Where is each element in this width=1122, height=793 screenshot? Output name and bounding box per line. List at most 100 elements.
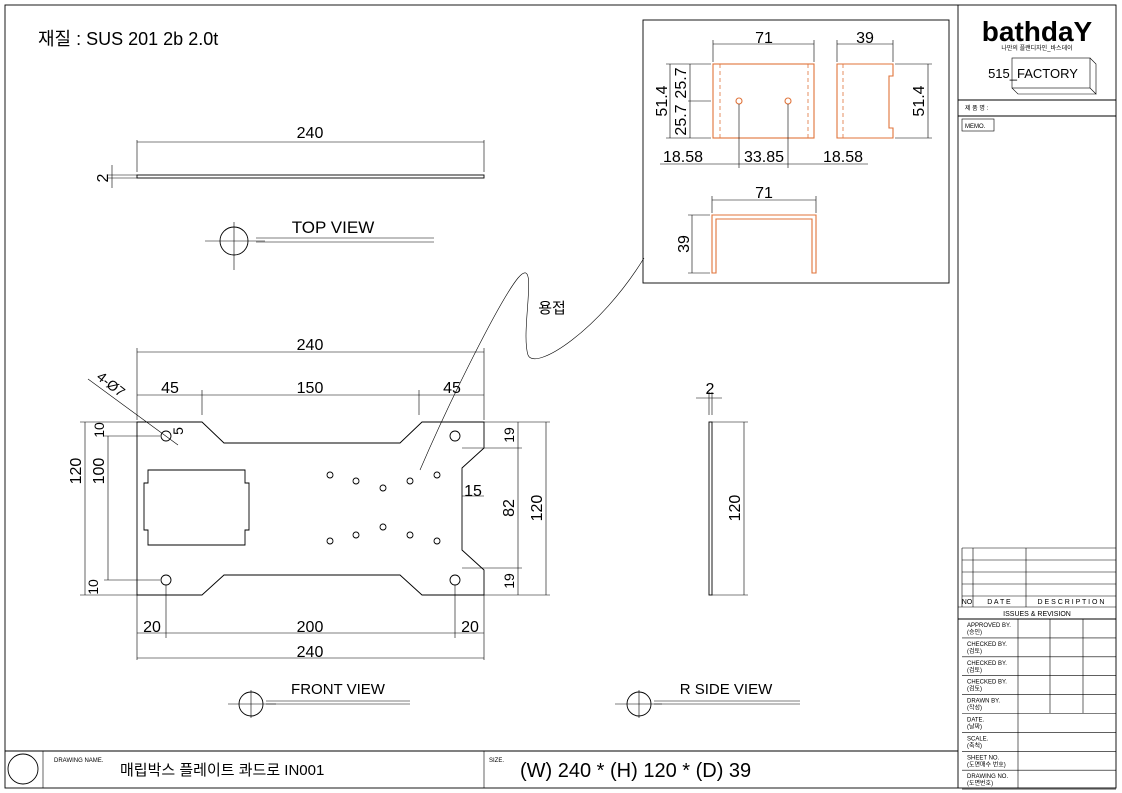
corner-hole — [449, 574, 461, 586]
signature-row-label-ko: (날짜) — [967, 723, 982, 731]
inset-box-side — [836, 63, 894, 139]
side-120-dim: 120 — [727, 495, 744, 522]
bottom-20-right-dim: 20 — [461, 619, 479, 636]
top-view: 240 2 TOP VIEW — [95, 125, 485, 270]
signature-row: CHECKED BY.(검토) — [962, 661, 1116, 677]
signature-row-label: CHECKED BY. — [967, 661, 1007, 667]
signature-row-label-ko: (검토) — [967, 667, 982, 674]
signature-row-label-ko: (검토) — [967, 686, 982, 693]
front-height-100-dim: 100 — [91, 458, 108, 485]
signature-row: DRAWING NO.(도면번호) — [962, 774, 1116, 790]
signature-row-label-ko: (도면번호) — [967, 779, 993, 787]
rev-date-header: D A T E — [987, 599, 1011, 606]
front-top-10-dim: 10 — [91, 422, 107, 438]
front-view: 240 45 150 45 4-Ø7 120 — [68, 337, 550, 718]
signature-row: SCALE.(축척) — [962, 736, 1116, 752]
material-note: 재질 : SUS 201 2b 2.0t — [38, 29, 218, 49]
side-view: 2 120 R SIDE VIEW — [615, 381, 800, 718]
front-150-dim: 150 — [297, 380, 324, 397]
hole-pattern — [326, 471, 441, 545]
inset-b3385-dim: 33.85 — [744, 149, 784, 166]
corner-hole — [160, 574, 172, 586]
signature-row-label: APPROVED BY. — [967, 623, 1011, 629]
title-block: bathdaY 나만의 플랜디자인_바스데이 515_FACTORY 제 품 명… — [958, 16, 1116, 790]
signature-row: DRAWN BY.(작성) — [962, 699, 1116, 714]
bottom-240-dim: 240 — [297, 644, 324, 661]
inset-h514-right-dim: 51.4 — [911, 85, 928, 116]
bottom-200-dim: 200 — [297, 619, 324, 636]
signature-row-label: CHECKED BY. — [967, 680, 1007, 686]
signature-row-label-ko: (작성) — [967, 704, 982, 712]
signature-row-label: DATE. — [967, 718, 985, 724]
rev-description-header: D E S C R I P T I O N — [1038, 599, 1105, 606]
front-bottom-10-dim: 10 — [85, 579, 101, 595]
inset-bracket — [711, 214, 817, 274]
front-82-dim: 82 — [501, 499, 518, 517]
issues-revision-label: ISSUES & REVISION — [1003, 611, 1071, 618]
top-view-label: TOP VIEW — [292, 218, 375, 237]
front-19-top-dim: 19 — [501, 427, 517, 443]
signature-row-label-ko: (검토) — [967, 648, 982, 655]
front-plate-cutout — [143, 469, 250, 546]
front-45-left-dim: 45 — [161, 380, 179, 397]
hole-note: 4-Ø7 — [94, 368, 129, 400]
factory-box — [1011, 57, 1091, 89]
inset-h257-a-dim: 25.7 — [673, 67, 690, 98]
drawing-name: 매립박스 플레이트 콰드로 IN001 — [120, 762, 324, 779]
front-19-bottom-dim: 19 — [501, 573, 517, 589]
inset-box-front — [712, 63, 815, 139]
signature-row: CHECKED BY.(검토) — [962, 642, 1116, 658]
front-plate-outline — [136, 421, 485, 596]
side-view-label: R SIDE VIEW — [680, 681, 773, 698]
side-plate-outline — [708, 421, 713, 596]
logo: bathdaY — [982, 16, 1093, 47]
bottom-20-left-dim: 20 — [143, 619, 161, 636]
signature-row-label-ko: (승인) — [967, 629, 982, 636]
inset-bracket-h39-dim: 39 — [676, 235, 693, 253]
size-label: SIZE. — [489, 758, 504, 764]
side-2-dim: 2 — [706, 381, 715, 398]
signature-row-label: CHECKED BY. — [967, 642, 1007, 648]
signature-row: CHECKED BY.(검토) — [962, 680, 1116, 695]
inset-w39-dim: 39 — [856, 30, 874, 47]
signature-row-label-ko: (도면매수 번호) — [967, 760, 1006, 768]
inset-frame — [642, 19, 950, 284]
front-15-dim: 15 — [464, 483, 482, 500]
inset-w71-dim: 71 — [755, 30, 773, 47]
signature-row-label: SCALE. — [967, 736, 989, 742]
front-right-120-dim: 120 — [529, 495, 546, 522]
front-total-dim: 240 — [297, 337, 324, 354]
factory-name: 515_FACTORY — [988, 66, 1078, 81]
detail-inset: 71 39 51.4 25.7 25.7 51.4 18.58 33.85 18… — [642, 19, 950, 284]
bottom-circle-symbol — [7, 753, 39, 785]
inset-bracket-w71-dim: 71 — [755, 185, 773, 202]
size-value: (W) 240 * (H) 120 * (D) 39 — [520, 760, 751, 782]
rev-no-header: NO — [962, 599, 973, 606]
signature-row-label: DRAWING NO. — [967, 774, 1008, 780]
bottom-strip: DRAWING NAME. 매립박스 플레이트 콰드로 IN001 SIZE. … — [7, 751, 751, 788]
weld-label: 용접 — [538, 300, 566, 317]
front-5-dim: 5 — [170, 427, 186, 435]
inset-h257-b-dim: 25.7 — [673, 104, 690, 135]
product-label: 제 품 명 : — [965, 104, 989, 112]
top-length-dim: 240 — [297, 125, 324, 142]
weld-leader — [419, 257, 645, 471]
signature-row-label: DRAWN BY. — [967, 699, 1000, 705]
front-45-right-dim: 45 — [443, 380, 461, 397]
inset-b1858-left-dim: 18.58 — [663, 149, 703, 166]
signature-row: DATE.(날짜) — [962, 718, 1116, 733]
logo-tagline: 나만의 플랜디자인_바스데이 — [1001, 44, 1072, 52]
drawing-name-label: DRAWING NAME. — [54, 758, 104, 764]
signature-row-label: SHEET NO. — [967, 755, 1000, 761]
inset-h514-left-dim: 51.4 — [654, 85, 671, 116]
front-height-120-dim: 120 — [68, 458, 85, 485]
inset-b1858-right-dim: 18.58 — [823, 149, 863, 166]
corner-hole — [449, 430, 461, 442]
top-plate-outline — [136, 174, 485, 179]
corner-hole — [160, 430, 172, 442]
signature-row: SHEET NO.(도면매수 번호) — [962, 755, 1116, 771]
signature-row-label-ko: (축척) — [967, 741, 982, 749]
signature-row: APPROVED BY.(승인) — [962, 623, 1116, 639]
signature-rows: APPROVED BY.(승인)CHECKED BY.(검토)CHECKED B… — [962, 619, 1116, 790]
